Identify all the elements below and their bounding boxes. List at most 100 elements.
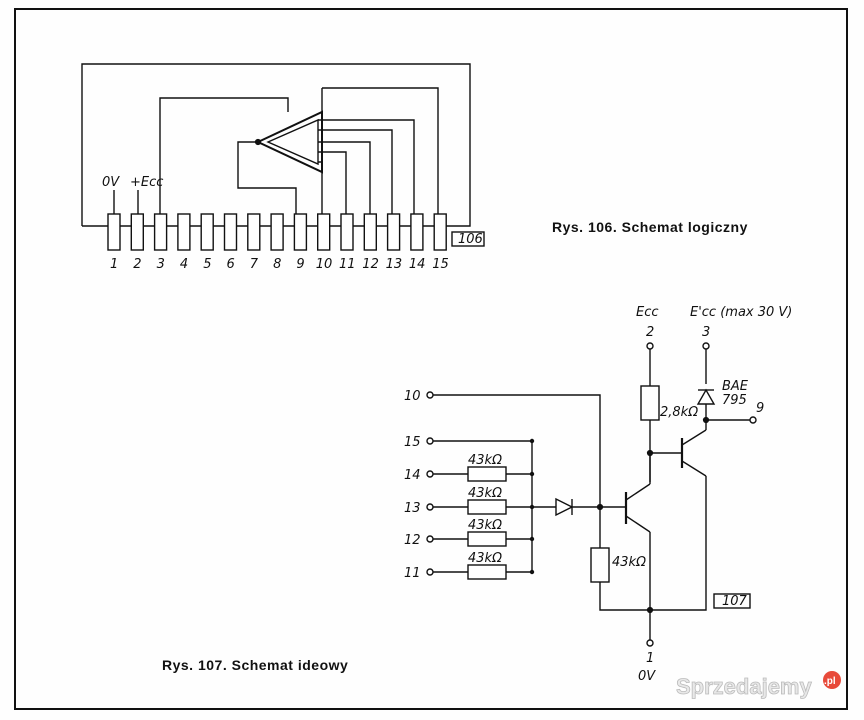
terminal-pin9 [749, 416, 757, 424]
pin-12 [363, 213, 377, 251]
wire-input-pin13 [318, 129, 393, 214]
label-input-pin: 11 [404, 566, 421, 581]
pin-13 [386, 213, 401, 251]
pin-7 [247, 213, 261, 251]
pin-number: 15 [432, 257, 449, 272]
watermark-dot-icon [823, 671, 841, 689]
pin-number: 5 [203, 257, 211, 272]
terminal-input [426, 437, 434, 445]
watermark: Sprzedajemy .pl [676, 671, 841, 699]
pin-8 [270, 213, 284, 251]
wire-pin10 [433, 394, 601, 548]
label-pin1: 1 [646, 651, 654, 666]
figure-106-caption: Rys. 106. Schemat logiczny [552, 219, 748, 235]
label-pin2: 2 [646, 325, 654, 340]
pin-10 [317, 213, 331, 251]
label-r-input: 43kΩ [468, 486, 502, 501]
terminal-input [426, 535, 434, 543]
wire-input-pin14 [318, 119, 415, 214]
pin-number: 10 [316, 257, 333, 272]
pin-number: 6 [227, 257, 235, 272]
input-diode [555, 497, 574, 517]
label-input-pin: 13 [404, 501, 421, 516]
pin-4 [177, 213, 191, 251]
figure-107-tag-box [713, 593, 751, 609]
resistor-collector [640, 385, 660, 421]
junction-bus [529, 569, 535, 575]
terminal-pin2 [646, 342, 654, 350]
pin-number: 1 [110, 257, 118, 272]
wire-gate-to-pin9 [237, 141, 297, 214]
resistor-input [467, 466, 507, 482]
junction-bus [529, 504, 535, 510]
wire-input-pin12 [318, 141, 371, 214]
terminal-pin3 [702, 342, 710, 350]
watermark-suffix: .pl [824, 676, 836, 687]
terminal-input [426, 503, 434, 511]
label-input-pin: 12 [404, 533, 421, 548]
pin-number: 3 [157, 257, 165, 272]
transistor-t1-collector [625, 483, 651, 501]
junction-gnd [646, 606, 654, 614]
transistor-t1-emitter [625, 515, 651, 533]
label-r-collector: 2,8kΩ [660, 405, 698, 420]
pin-9 [293, 213, 308, 251]
pin-5 [200, 213, 214, 251]
label-r-input: 43kΩ [468, 518, 502, 533]
pin-number: 12 [362, 257, 379, 272]
page-border [14, 8, 848, 710]
terminal-input [426, 568, 434, 576]
label-r-base: 43kΩ [612, 555, 646, 570]
label-diode-2: 795 [722, 393, 747, 408]
label-ecc-supply: Ecc [636, 305, 659, 320]
label-r-input: 43kΩ [468, 453, 502, 468]
wire-rbase-to-gnd [599, 582, 650, 611]
resistor-input [467, 499, 507, 515]
label-0v-gnd: 0V [638, 669, 656, 684]
pin-number: 2 [133, 257, 141, 272]
resistor-input [467, 564, 507, 580]
resistor-input [467, 531, 507, 547]
label-input-pin: 15 [404, 435, 421, 450]
wire-input-pin11 [318, 151, 347, 214]
junction-bus [529, 536, 535, 542]
transistor-t2-emitter [681, 460, 707, 477]
wire-pin3-to-gate [159, 97, 289, 214]
figure-107-caption: Rys. 107. Schemat ideowy [162, 657, 348, 673]
pin-number: 9 [296, 257, 304, 272]
terminal-pin10 [426, 391, 434, 399]
figure-106-tag-box [451, 231, 485, 247]
pin-6 [223, 213, 238, 251]
resistor-base [590, 547, 610, 583]
pin-2 [130, 213, 145, 251]
label-0v: 0V [102, 175, 120, 190]
transistor-t2-collector [681, 429, 707, 446]
wire-pin1-to-pin15 [81, 63, 471, 227]
terminal-pin1 [646, 639, 654, 647]
pin-number: 8 [273, 257, 281, 272]
junction-bus [529, 438, 535, 444]
wire-t2e-to-gnd [650, 476, 707, 611]
label-input-pin: 14 [404, 468, 421, 483]
junction-bus [529, 471, 535, 477]
pin-number: 4 [180, 257, 188, 272]
label-input-pin: 10 [404, 389, 421, 404]
pin-number: 11 [339, 257, 356, 272]
label-ecc2-supply: E'cc (max 30 V) [690, 305, 792, 320]
wire-input-pin15 [322, 87, 439, 214]
pin-number: 7 [250, 257, 259, 272]
pin-3 [153, 213, 168, 251]
terminal-input [426, 470, 434, 478]
pin-1 [107, 213, 121, 251]
figure-106-tag: 106 [458, 232, 483, 247]
label-pin3: 3 [702, 325, 710, 340]
pin-number: 13 [386, 257, 403, 272]
label-diode-1: BAE [722, 379, 749, 394]
pin-number: 14 [409, 257, 426, 272]
pin-11 [340, 213, 354, 251]
label-ecc: +Ecc [130, 175, 163, 190]
pin-14 [410, 213, 424, 251]
